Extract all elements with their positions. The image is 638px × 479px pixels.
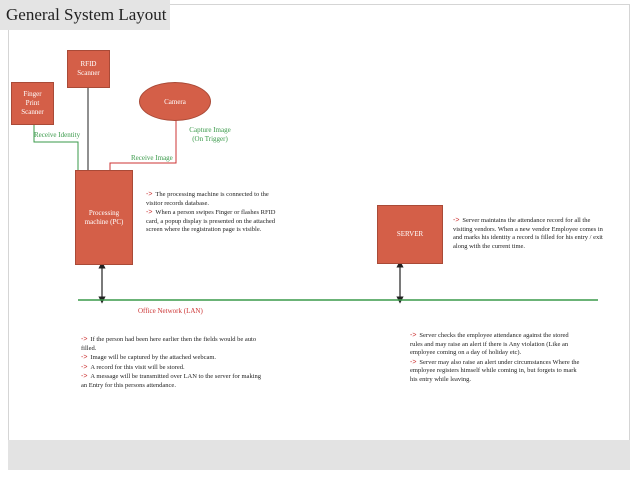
receive-identity-label: Receive Identity xyxy=(34,131,81,139)
server-note-1: ->Server maintains the attendance record… xyxy=(453,217,603,250)
arrow-marker: -> xyxy=(146,191,153,198)
server-check-note-2: ->Server may also raise an alert under c… xyxy=(410,358,580,383)
arrow-marker: -> xyxy=(81,373,88,381)
page-title: General System Layout xyxy=(0,0,170,30)
finger-print-scanner-label: Finger Print Scanner xyxy=(21,90,44,116)
camera-label: Camera xyxy=(164,97,186,106)
flow-notes: ->If the person had been here earlier th… xyxy=(81,336,261,392)
flow-note-1: ->If the person had been here earlier th… xyxy=(81,336,257,352)
processing-machine-label: Processing machine (PC) xyxy=(84,208,124,226)
pc-notes: ->The processing machine is connected to… xyxy=(146,191,286,236)
flow-note-4: ->A message will be transmitted over LAN… xyxy=(81,373,262,389)
server-label: SERVER xyxy=(396,230,424,238)
server-check-notes: ->Server checks the employee attendance … xyxy=(410,332,580,386)
rfid-scanner-label: RFID Scanner xyxy=(77,60,100,77)
finger-print-scanner-node: Finger Print Scanner xyxy=(11,82,54,125)
server-note: ->Server maintains the attendance record… xyxy=(453,217,605,252)
pc-note-2: ->When a person swipes Finger or flashes… xyxy=(146,209,276,234)
arrow-marker: -> xyxy=(81,363,88,371)
flow-note-2: ->Image will be captured by the attached… xyxy=(81,354,217,362)
arrow-marker: -> xyxy=(453,217,460,224)
camera-node: Camera xyxy=(139,82,211,121)
server-node: SERVER xyxy=(377,205,443,264)
arrow-marker: -> xyxy=(81,354,88,362)
flow-note-3: ->A record for this visit will be stored… xyxy=(81,363,185,371)
bottom-bar xyxy=(8,440,630,470)
capture-image-label: Capture Image (On Trigger) xyxy=(189,126,231,143)
receive-image-label: Receive Image xyxy=(131,154,173,162)
arrow-marker: -> xyxy=(81,336,88,343)
arrow-marker: -> xyxy=(146,209,153,217)
rfid-scanner-node: RFID Scanner xyxy=(67,50,110,88)
pc-note-1: ->The processing machine is connected to… xyxy=(146,191,269,207)
arrow-marker: -> xyxy=(410,358,417,366)
network-label: Office Network (LAN) xyxy=(138,307,203,315)
processing-machine-node: Processing machine (PC) xyxy=(75,170,133,265)
camera-to-pc-line xyxy=(109,120,177,170)
server-check-note-1: ->Server checks the employee attendance … xyxy=(410,332,569,357)
arrow-marker: -> xyxy=(410,332,417,339)
finger-to-pc-line xyxy=(33,124,79,170)
